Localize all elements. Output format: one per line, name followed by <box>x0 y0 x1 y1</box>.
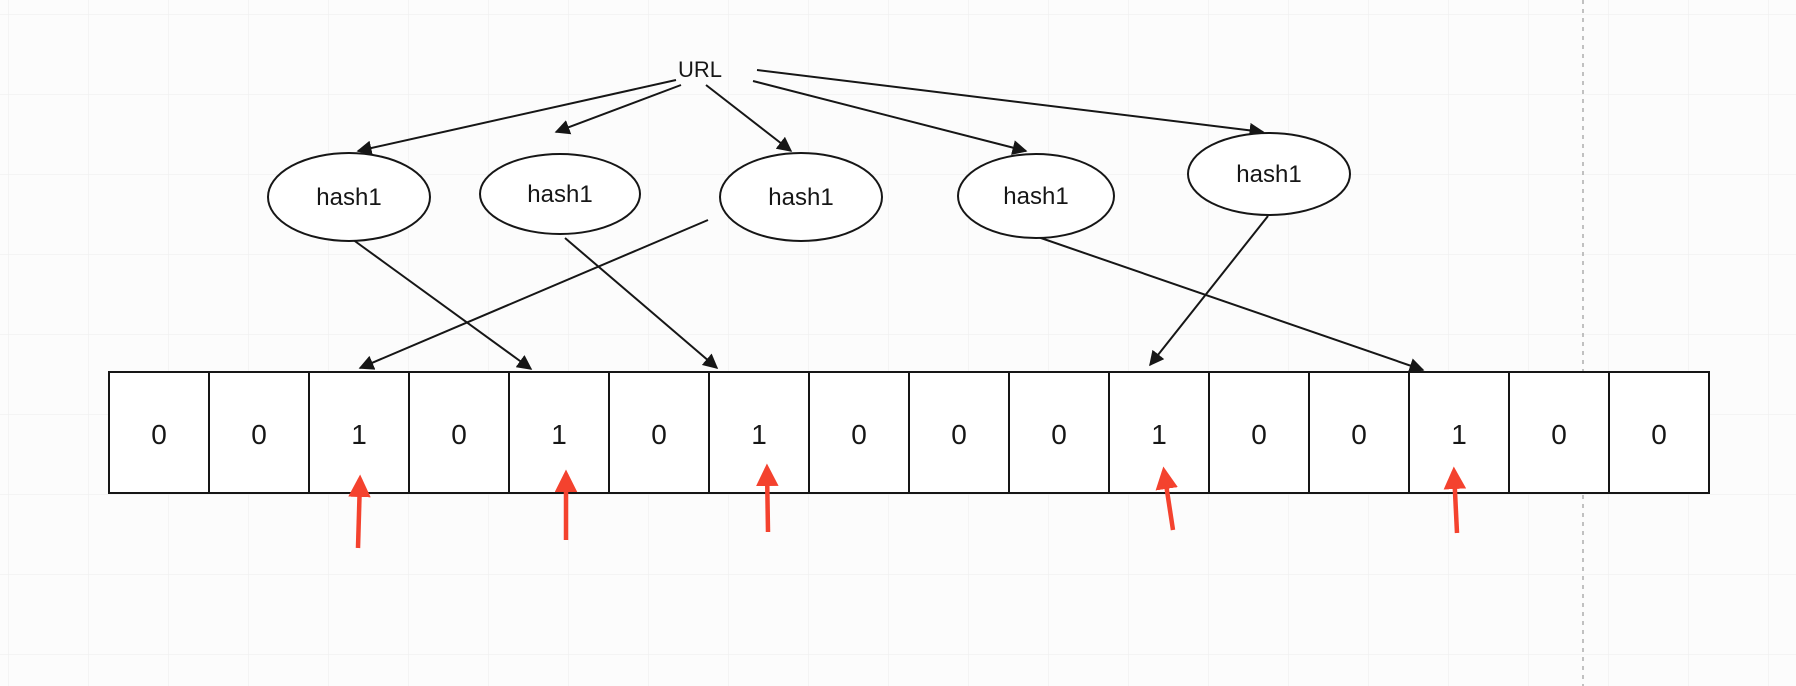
bit-cell-15-value: 0 <box>1551 419 1567 450</box>
hash-node-2-label: hash1 <box>527 181 592 208</box>
bit-cell-8 <box>808 371 910 494</box>
bit-cell-13-value: 0 <box>1351 419 1367 450</box>
arrow-url-to-hash4 <box>752 80 1028 155</box>
bit-cell-14-value: 1 <box>1451 419 1467 450</box>
bit-cell-8-value: 0 <box>851 419 867 450</box>
arrow-hash5-to-cell11 <box>1149 215 1269 367</box>
arrow-url-to-hash3 <box>705 84 793 152</box>
bit-cell-4-value: 0 <box>451 419 467 450</box>
bit-cell-12-value: 0 <box>1251 419 1267 450</box>
arrow-hash4-to-cell14 <box>1037 236 1425 373</box>
bit-cell-1 <box>108 371 210 494</box>
arrow-url-to-hash2 <box>554 84 682 135</box>
bit-cell-13 <box>1308 371 1410 494</box>
bit-cell-7-value: 1 <box>751 419 767 450</box>
bit-cell-6 <box>608 371 710 494</box>
bit-cell-10-value: 0 <box>1051 419 1067 450</box>
hash-node-3: hash1 <box>719 152 883 242</box>
bit-cell-9 <box>908 371 1010 494</box>
set-bit-arrow-cell11 <box>1155 466 1178 531</box>
arrow-hash1-to-cell5 <box>351 238 533 370</box>
set-bit-arrow-cell14 <box>1443 466 1467 534</box>
arrow-url-to-hash5 <box>756 69 1265 138</box>
hash-node-1-ellipse <box>267 152 431 242</box>
bit-cell-15 <box>1508 371 1610 494</box>
bit-cell-2 <box>208 371 310 494</box>
hash-node-2: hash1 <box>479 153 641 235</box>
hash-node-5-ellipse <box>1187 132 1351 216</box>
hash-node-3-label: hash1 <box>768 184 833 211</box>
bit-cell-9-value: 0 <box>951 419 967 450</box>
hash-node-5: hash1 <box>1187 132 1351 216</box>
url-node-label: URL <box>678 57 722 82</box>
hash-node-4-label: hash1 <box>1003 183 1068 210</box>
arrow-url-to-hash1 <box>356 79 677 156</box>
bit-cell-2-value: 0 <box>251 419 267 450</box>
hash-node-4: hash1 <box>957 153 1115 239</box>
bit-cell-16-value: 0 <box>1651 419 1667 450</box>
hash-node-3-ellipse <box>719 152 883 242</box>
bit-array: 0 0 1 0 1 0 1 0 0 0 1 0 0 1 0 0 <box>108 371 1710 494</box>
arrow-hash2-to-cell7 <box>564 237 719 369</box>
bit-cell-1-value: 0 <box>151 419 167 450</box>
bit-cell-3 <box>308 371 410 494</box>
bit-cell-5-value: 1 <box>551 419 567 450</box>
hash-node-2-ellipse <box>479 153 641 235</box>
bit-cell-3-value: 1 <box>351 419 367 450</box>
bit-cell-12 <box>1208 371 1310 494</box>
hash-node-5-label: hash1 <box>1236 161 1301 188</box>
arrow-hash3-to-cell3 <box>358 219 709 370</box>
hash-node-1: hash1 <box>267 152 431 242</box>
bit-cell-16 <box>1608 371 1710 494</box>
hash-node-4-ellipse <box>957 153 1115 239</box>
bit-cell-6-value: 0 <box>651 419 667 450</box>
hash-node-1-label: hash1 <box>316 184 381 211</box>
set-bit-arrow-cell7 <box>756 463 779 533</box>
bit-cell-10 <box>1008 371 1110 494</box>
set-bit-arrow-cell3 <box>348 474 371 549</box>
bit-cell-11-value: 1 <box>1151 419 1167 450</box>
